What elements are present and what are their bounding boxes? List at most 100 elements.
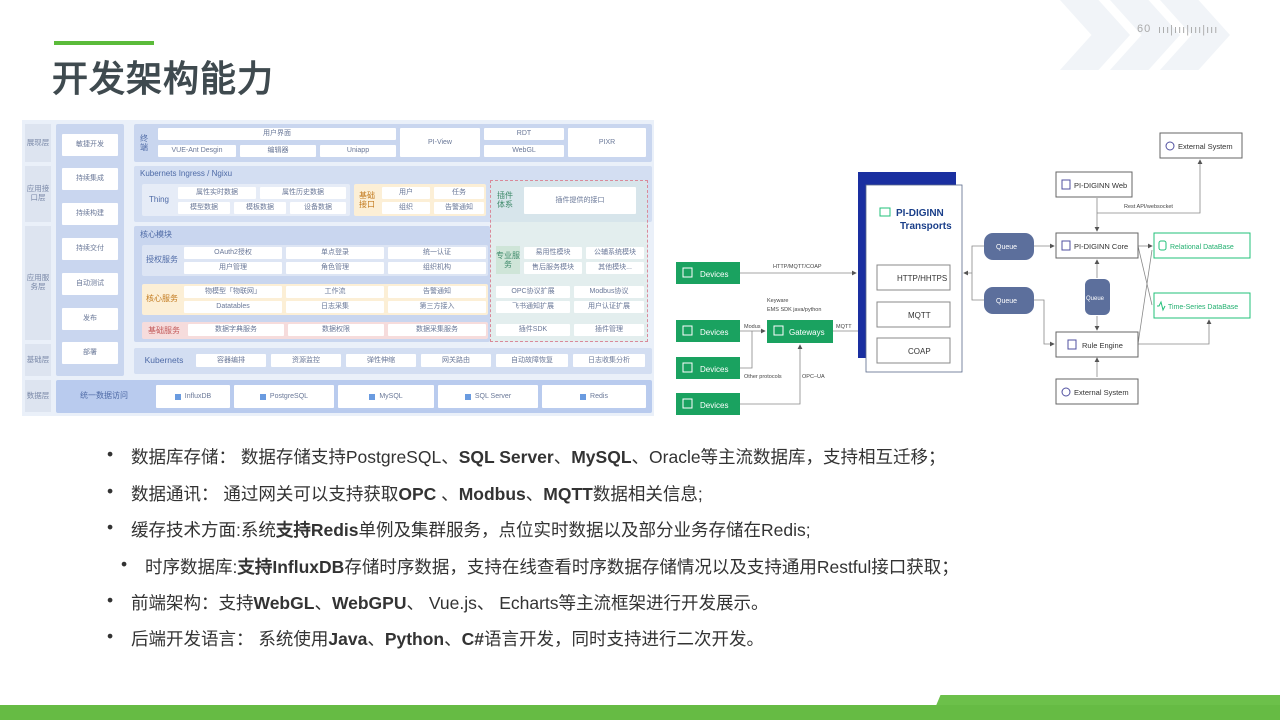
bullet-text: 、 [444,629,462,649]
auth-item: 用户管理 [184,262,282,274]
auth-label: 授权服务 [146,255,178,265]
svg-text:Gateways: Gateways [789,328,825,337]
bullet-text: 、 [553,447,572,467]
auth-item: 组织机构 [388,262,486,274]
data-label: 统一数据访问 [80,391,128,401]
gateways-node: Gateways [767,320,833,343]
auth-item: OAuth2授权 [184,247,282,259]
server-icon [773,325,784,336]
server-icon [682,398,693,409]
base-service-item: 数据权限 [288,324,384,336]
pro-service-item: 售后服务模块 [524,262,582,274]
bullet-item: •前端架构：支持WebGL、WebGPU、 Vue.js、 Echarts等主流… [107,590,769,615]
bullet-bold-text: SQL Server [458,447,554,467]
terminal-item: 编辑器 [240,145,316,157]
architecture-diagram: 展现层 应用接口层 应用服务层 基础层 数据层 敏捷开发 持续集成 持续构建 持… [22,120,654,416]
page-title: 开发架构能力 [52,58,275,99]
bullet-bold-text: Java [328,629,368,649]
base-service-label: 基础服务 [148,325,180,335]
extension-item: 用户认证扩展 [574,301,644,313]
bullet-dot: • [107,481,114,501]
gear-icon [1061,387,1071,397]
terminal-piview: PI-View [400,128,480,157]
bullet-text: 缓存技术方面:系统 [131,520,276,540]
svg-text:Devices: Devices [700,401,728,410]
svg-text:Queue: Queue [996,298,1017,305]
data-item-label: Redis [590,392,608,400]
flow-connectors [740,159,1212,405]
database-icon [1158,240,1167,251]
svg-text:Keyware: Keyware [767,298,788,304]
svg-text:Devices: Devices [700,328,728,337]
bullet-text: 前端架构：支持 [131,593,254,613]
pro-service-item: 易用性模块 [524,247,582,259]
svg-text:Time-Series DataBase: Time-Series DataBase [1168,304,1238,311]
svg-text:OPC–UA: OPC–UA [802,374,825,380]
data-item-label: InfluxDB [184,392,212,400]
core-service-item: 工作流 [286,286,384,298]
thing-item: 属性实时数据 [178,187,256,199]
svg-text:Other protocols: Other protocols [744,374,782,380]
data-item: MySQL [338,385,434,408]
data-item: SQL Server [438,385,538,408]
svg-text:MQTT: MQTT [908,311,931,320]
protocol-box: HTTP/HHTPS [876,264,951,291]
layer-label: 应用服务层 [25,226,51,340]
bullet-text: 存储时序数据，支持在线查看时序数据存储情况以及支持通用Restful接口获取； [344,557,959,577]
bullet-bold-text: 支持Redis [275,520,359,540]
devops-item: 持续构建 [62,203,118,225]
svg-text:Queue: Queue [1086,296,1105,302]
svg-text:Transports: Transports [900,221,952,232]
devices-node: Devices [676,320,740,342]
bullet-bold-text: Python [384,629,445,649]
core-service-item: Datatables [184,301,282,313]
server-icon [1061,179,1071,190]
bullet-dot: • [107,444,114,464]
basic-interface-item: 用户 [382,187,430,199]
transport-icon [879,207,891,217]
protocol-box: COAP [876,337,951,364]
database-icon [464,393,471,400]
terminal-pixr: PIXR [568,128,646,157]
footer-band [0,705,1280,720]
core-service-label: 核心服务 [146,294,178,304]
database-icon [580,393,587,400]
bullet-bold-text: MySQL [571,447,632,467]
pro-service-item: 其他模块... [586,262,644,274]
svg-text:Queue: Queue [996,244,1017,251]
base-service-item: 数据采集服务 [388,324,486,336]
basic-interface-item: 任务 [434,187,484,199]
bullet-item: •数据库存储： 数据存储支持PostgreSQL、SQL Server、MySQ… [107,444,946,469]
bullet-text: 、 [314,593,332,613]
svg-text:Rest API/websocket: Rest API/websocket [1124,204,1173,210]
data-item: Redis [542,385,646,408]
basic-interface-label: 基础接口 [359,190,375,209]
bullet-bold-text: WebGPU [331,593,407,613]
bullet-bold-text: 支持InfluxDB [237,557,345,577]
svg-text:External System: External System [1074,388,1129,397]
auth-item: 统一认证 [388,247,486,259]
extension-item: 飞书通知扩展 [496,301,570,313]
title-accent-bar [54,41,154,45]
bullet-text: 数据相关信息; [592,484,703,504]
devops-item: 部署 [62,342,118,364]
relational-db-node: Relational DataBase [1153,232,1251,259]
data-item-label: SQL Server [474,392,512,400]
database-icon [259,393,266,400]
bullet-text: 语言开发，同时支持进行二次开发。 [484,629,764,649]
bullet-text: 、 [436,484,459,504]
terminal-label: 终端 [140,133,148,152]
database-icon [174,393,181,400]
terminal-ui: 用户界面 [158,128,396,140]
terminal-rdt: RDT [484,128,564,140]
rule-engine-node: Rule Engine [1055,331,1139,358]
queue-node: Queue [984,233,1034,260]
plugin-item: 插件SDK [496,324,570,336]
bullet-bold-text: MQTT [543,484,593,504]
devops-item: 敏捷开发 [62,134,118,156]
transports-panel: PI-DIGINN Transports HTTP/HHTPS MQTT COA… [858,172,963,373]
svg-text:External System: External System [1178,142,1233,151]
svg-text:Devices: Devices [700,270,728,279]
plugin-system-label: 插件体系 [497,190,513,209]
